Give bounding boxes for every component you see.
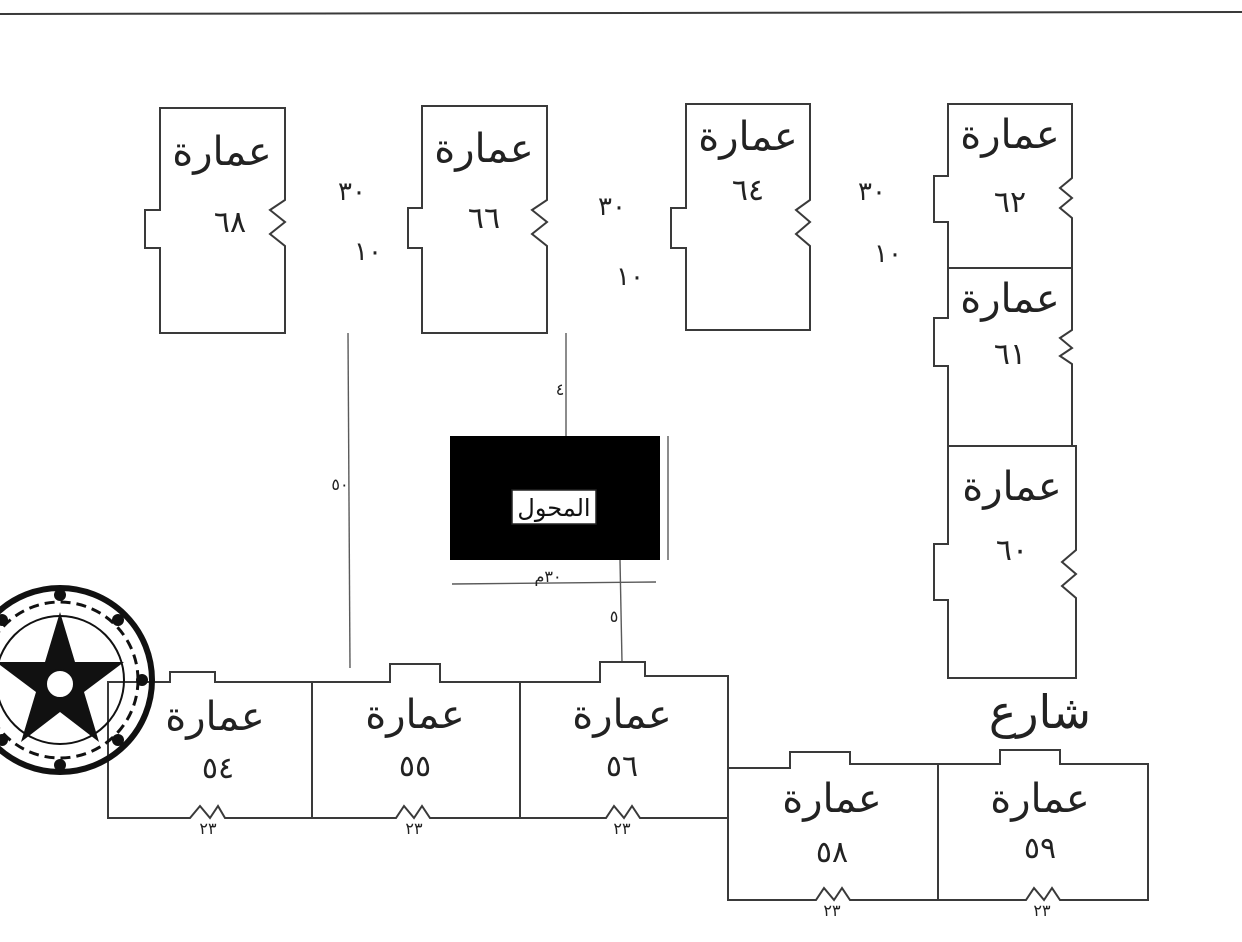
dimension-line-bottom	[619, 559, 623, 663]
gap-mark-bottom: ١٠	[616, 262, 644, 292]
building-56: عمارة ٥٦	[519, 661, 729, 820]
dimension-line-left	[347, 332, 351, 669]
building-label: عمارة	[165, 694, 264, 740]
gap-mark-top: ٣٠	[598, 192, 626, 222]
gap-mark-top: ٣٠	[858, 177, 886, 207]
dimension-label-bottom: ٥	[610, 607, 619, 626]
building-number: ٥٦	[606, 749, 638, 784]
building-label: عمارة	[572, 692, 671, 738]
building-label: عمارة	[962, 464, 1061, 510]
wing-mark: ٢٣	[199, 819, 217, 838]
gap-mark-2: ٣٠ ١٠	[598, 192, 644, 292]
building-68: عمارة ٦٨	[144, 107, 287, 334]
gap-mark-bottom: ١٠	[874, 239, 902, 269]
building-62: عمارة ٦٢	[933, 103, 1074, 269]
building-number: ٥٥	[399, 749, 431, 784]
gap-mark-top: ٣٠	[338, 177, 366, 207]
building-number: ٥٨	[816, 835, 848, 870]
dimension-label-top: ٤	[556, 380, 565, 399]
building-number: ٥٩	[1024, 831, 1056, 866]
building-number: ٦٦	[468, 201, 500, 236]
building-number: ٦٢	[994, 185, 1026, 220]
building-number: ٦٨	[214, 205, 246, 240]
wing-mark: ٢٣	[1033, 901, 1051, 920]
transformer-label-box	[511, 489, 597, 525]
building-label: عمارة	[782, 776, 881, 822]
building-66: عمارة ٦٦	[407, 105, 549, 334]
building-number: ٦٤	[732, 173, 764, 208]
top-border-line	[0, 11, 1242, 15]
building-label: عمارة	[990, 776, 1089, 822]
building-label: عمارة	[698, 114, 797, 160]
transformer-label: المحول	[517, 494, 590, 522]
gap-mark-3: ٣٠ ١٠	[858, 177, 902, 269]
building-59: عمارة ٥٩	[937, 749, 1149, 902]
wing-mark: ٢٣	[405, 819, 423, 838]
building-58: عمارة ٥٨	[727, 751, 939, 902]
building-61: عمارة ٦١	[933, 267, 1074, 447]
building-number: ٦١	[994, 337, 1026, 372]
dimension-label-left: ٥٠	[331, 475, 348, 494]
building-64: عمارة ٦٤	[670, 103, 812, 331]
building-55: عمارة ٥٥	[311, 663, 521, 820]
official-seal-icon	[0, 585, 155, 775]
transformer: المحول ٣٠م	[450, 436, 669, 586]
gap-mark-1: ٣٠ ١٠	[338, 177, 382, 267]
building-label: عمارة	[960, 112, 1059, 158]
street-label: شارع	[989, 685, 1091, 739]
building-number: ٥٤	[202, 751, 234, 786]
transformer-base-line	[451, 581, 657, 585]
transformer-base-label: ٣٠م	[534, 567, 561, 586]
wing-mark: ٢٣	[613, 819, 631, 838]
building-number: ٦٠	[996, 533, 1028, 568]
building-label: عمارة	[434, 126, 533, 172]
building-label: عمارة	[365, 692, 464, 738]
gap-mark-bottom: ١٠	[354, 237, 382, 267]
wing-mark: ٢٣	[823, 901, 841, 920]
building-label: عمارة	[960, 276, 1059, 322]
building-60: عمارة ٦٠	[933, 445, 1078, 679]
building-54: عمارة ٥٤	[107, 671, 313, 820]
building-label: عمارة	[172, 129, 271, 175]
